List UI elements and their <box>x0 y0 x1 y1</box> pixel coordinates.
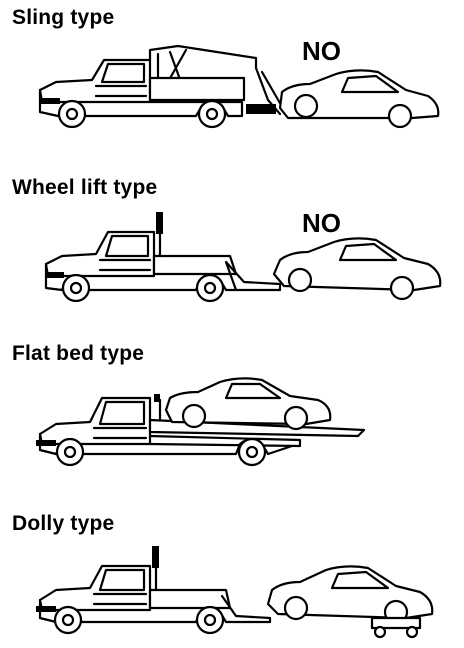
dolly-type-title: Dolly type <box>12 512 115 535</box>
section-dolly-type: Dolly type <box>0 506 464 648</box>
flat-bed-type-illustration <box>36 336 464 486</box>
sling-type-title: Sling type <box>12 6 115 29</box>
towed-car-icon <box>274 238 440 299</box>
flat-bed-type-title: Flat bed type <box>12 342 145 365</box>
wheel-icon <box>59 101 225 127</box>
section-flat-bed-type: Flat bed type <box>0 336 464 486</box>
tow-truck-icon <box>46 212 280 290</box>
wheel-icon <box>63 275 223 301</box>
sling-type-verdict: NO <box>302 36 341 66</box>
dolly-icon <box>372 618 420 637</box>
wheel-icon <box>57 439 265 465</box>
wheel-lift-type-illustration <box>0 212 464 320</box>
sling-type-illustration <box>0 0 464 160</box>
wheel-lift-type-verdict: NO <box>302 208 341 238</box>
tow-truck-icon <box>36 546 270 622</box>
dolly-type-illustration <box>36 546 464 648</box>
tow-truck-icon <box>40 46 284 116</box>
towed-car-icon <box>166 378 330 429</box>
section-sling-type: Sling type NO <box>0 0 464 160</box>
towed-car-icon <box>280 70 438 127</box>
section-wheel-lift-type: Wheel lift type NO <box>0 170 464 320</box>
wheel-icon <box>55 607 223 633</box>
towed-car-icon <box>268 566 432 623</box>
wheel-lift-type-title: Wheel lift type <box>12 176 158 199</box>
